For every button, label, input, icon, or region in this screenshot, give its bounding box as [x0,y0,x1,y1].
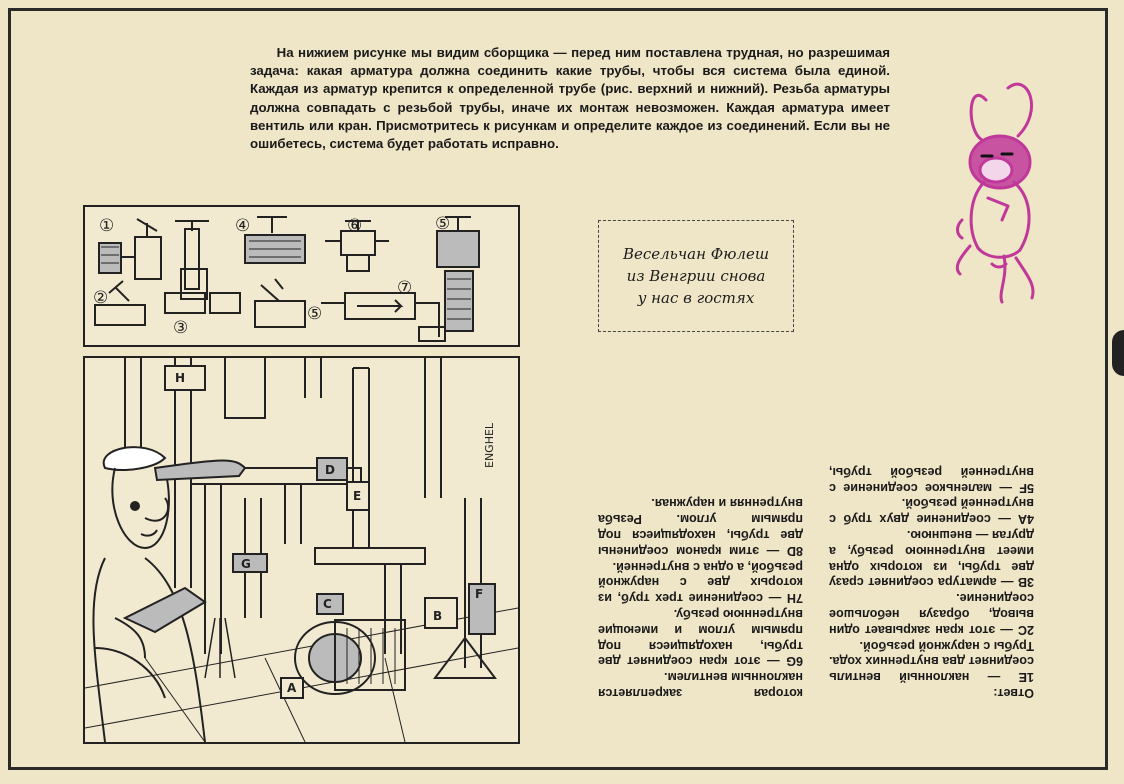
fitting-8 [436,216,480,332]
pipe-label-e: E [353,489,361,503]
rabbit-mascot-illustration [955,82,1035,304]
answer-item-3: 3B — арматура соединяет сразу две трубы,… [829,528,1034,590]
pipe-label-f: F [475,587,483,601]
fitting-5 [254,278,306,328]
answer-item-4: 4A — соединение двух труб с внутренней р… [829,496,1034,527]
fitting-label-7: ⑦ [397,278,412,298]
electric-motor [294,619,406,695]
pipe-room-illustration: H D E G B A C F ENGHEL [83,356,520,744]
answer-item-2: 2C — этот кран закрывает один вывод, обр… [829,591,1034,637]
fitting-label-5: ⑤ [307,304,322,324]
fitting-label-1: ① [99,216,114,236]
answer-block-upside-down: Ответ: 1E — наклонный вентиль соединяет … [598,376,1034,700]
intro-paragraph: На нижием рисунке мы видим сборщика — пе… [250,44,890,153]
pipe-label-b: B [433,609,442,623]
guest-note-text: Весельчан Фюлеш из Венгрии снова у нас в… [623,243,769,309]
fitting-label-4: ④ [235,216,250,236]
fitting-label-6: ⑥ [347,216,362,236]
fitting-7 [321,292,446,342]
fitting-6 [325,220,389,272]
worker-figure [92,446,247,742]
fittings-panel: ① ② ③ ④ ⑤ ⑥ ⑦ ⑤ [83,205,520,347]
fitting-4 [244,216,306,264]
guest-note-box: Весельчан Фюлеш из Венгрии снова у нас в… [598,220,794,332]
artist-signature: ENGHEL [483,422,496,468]
answer-item-6: 6G — этот кран соединяет две трубы, нахо… [598,607,803,669]
pipe-label-g: G [241,557,251,571]
pipe-label-a: A [287,681,297,695]
intro-text: На нижием рисунке мы видим сборщика — пе… [250,45,890,152]
pipe-label-d: D [325,463,335,477]
page-edge-mark [1112,330,1124,376]
page-border [8,8,1108,770]
answer-item-1: 1E — наклонный вентиль соединяет два вну… [829,638,1034,685]
answer-item-7: 7H — соединение трех труб, из которых дв… [598,559,803,606]
fitting-label-3: ③ [173,318,188,338]
fitting-1 [98,218,162,280]
fitting-label-2: ② [93,288,108,308]
fitting-label-8: ⑤ [435,214,450,234]
guest-line-3: у нас в гостях [637,289,755,307]
answer-item-8: 8D — этим краном соединены две трубы, на… [598,496,803,558]
pipe-label-h: H [175,371,185,385]
answer-heading: Ответ: [993,686,1034,700]
fitting-3 [164,220,241,314]
fitting-2 [94,280,146,326]
guest-line-2: из Венгрии снова [626,267,766,285]
guest-line-1: Весельчан Фюлеш [622,245,770,263]
pipe-label-c: C [323,597,332,611]
